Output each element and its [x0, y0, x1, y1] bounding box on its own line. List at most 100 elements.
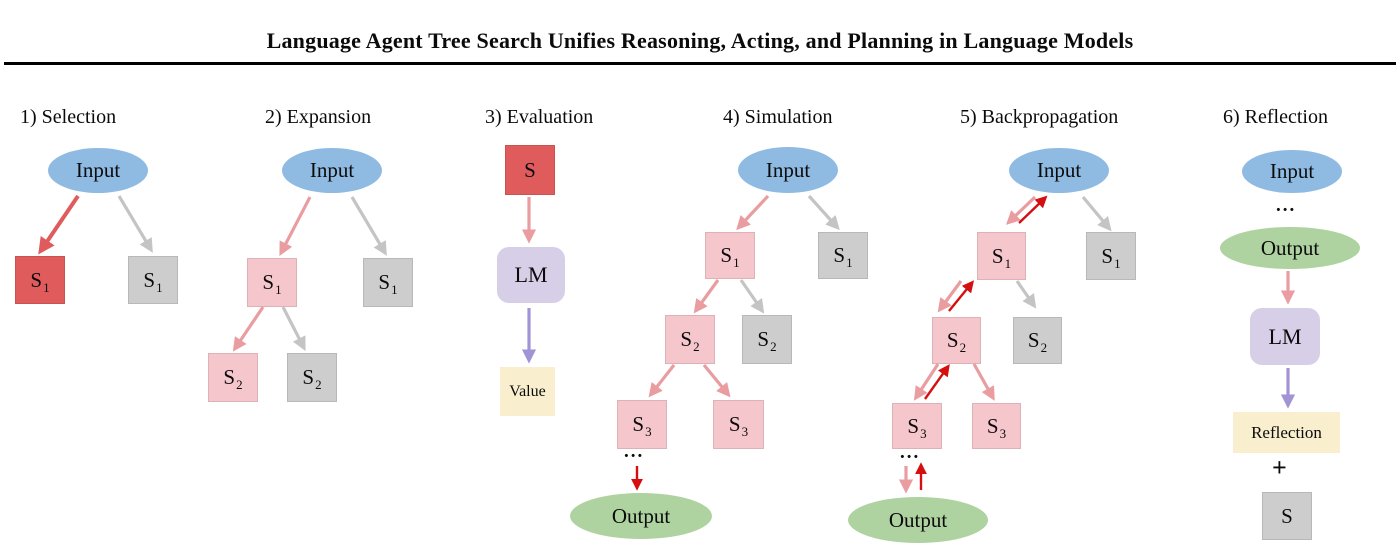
state-subscript: 3 [741, 424, 749, 439]
arrow-backprop-input-s1b [1081, 195, 1112, 232]
arrow-simulation-input-s1 [736, 194, 770, 231]
panel-heading-reflection: 6) Reflection [1223, 106, 1328, 128]
input-label: Input [1269, 159, 1315, 183]
arrow-selection-chosen [38, 194, 80, 255]
arrow-simulation-s2-s3l [648, 364, 676, 398]
panel-heading-simulation: 4) Simulation [723, 106, 833, 128]
state-subscript: 2 [236, 377, 243, 392]
simulation-ellipsis: ... [624, 441, 645, 462]
arrow-expansion-s1-s2b [281, 306, 306, 352]
arrow-backprop-s1-s2b [1015, 280, 1037, 309]
state-label: S [1281, 503, 1293, 528]
state-label: S [991, 243, 1004, 268]
state-label: S [1101, 243, 1114, 268]
state-subscript: 1 [733, 255, 740, 270]
state-subscript: 3 [999, 425, 1007, 441]
state-label: S [143, 267, 156, 292]
state-label: S [378, 270, 391, 294]
reflection-label: Reflection [1251, 423, 1322, 442]
arrow-simulation-s1-s2 [693, 279, 720, 314]
state-label: S [757, 327, 770, 351]
state-subscript: 2 [693, 339, 700, 354]
state-subscript: 1 [1004, 255, 1012, 271]
state-subscript: 2 [1040, 340, 1048, 355]
backprop-input-node: Input [1009, 148, 1109, 193]
arrow-backprop-s2-s1-up [948, 280, 975, 312]
output-label: Output [611, 503, 671, 528]
input-label: Input [75, 158, 121, 182]
reflection-state-node: S [1262, 492, 1312, 540]
state-label: S [833, 243, 846, 267]
figure-title: Language Agent Tree Search Unifies Reaso… [266, 28, 1134, 53]
state-label: S [262, 270, 275, 294]
state-label: S [223, 365, 236, 389]
state-subscript: 2 [315, 377, 322, 392]
state-label: S [907, 413, 920, 438]
arrow-backprop-s3-s2-up [924, 364, 950, 400]
reflection-ellipsis: ... [1276, 195, 1297, 216]
panel-heading-selection: 1) Selection [20, 106, 117, 128]
arrow-simulation-s1-s2b [739, 279, 765, 314]
simulation-output-node: Output [570, 493, 712, 539]
state-label: S [680, 327, 693, 351]
panel-heading-evaluation: 3) Evaluation [485, 106, 594, 128]
arrow-expansion-input-s1 [279, 196, 312, 256]
input-label: Input [309, 158, 355, 182]
arrow-backprop-s2-s3-down [913, 363, 940, 401]
arrow-backprop-s2-s3r [972, 363, 995, 401]
output-label: Output [1260, 235, 1320, 260]
panel-heading-backpropagation: 5) Backpropagation [960, 106, 1119, 128]
panel-heading-expansion: 2) Expansion [265, 106, 372, 128]
state-label: S [720, 243, 733, 267]
arrow-expansion-s1-s2 [232, 306, 265, 352]
backprop-output-node: Output [848, 497, 988, 543]
lm-label: LM [1268, 323, 1302, 349]
state-label: S [302, 365, 315, 389]
input-label: Input [1036, 158, 1082, 182]
state-label: S [30, 267, 43, 292]
state-subscript: 3 [645, 424, 652, 439]
arrow-simulation-s2-s3r [702, 363, 731, 398]
state-subscript: 1 [1114, 255, 1121, 271]
state-subscript: 2 [959, 340, 967, 355]
output-label: Output [888, 507, 948, 532]
state-subscript: 1 [391, 282, 398, 297]
reflection-lm-node: LM [1250, 308, 1320, 365]
state-subscript: 3 [920, 425, 927, 441]
arrow-simulation-input-s1b [807, 194, 840, 231]
input-label: Input [765, 157, 811, 182]
lm-label: LM [514, 262, 548, 287]
arrow-backprop-input-s1-down [1005, 195, 1037, 225]
state-label: S [1027, 328, 1040, 352]
state-label: S [986, 413, 999, 438]
arrow-expansion-input-s1b [350, 196, 387, 256]
state-subscript: 1 [846, 255, 853, 270]
evaluation-lm-node: LM [497, 247, 565, 303]
backprop-ellipsis: ... [900, 442, 921, 463]
simulation-input-node: Input [738, 147, 838, 193]
reflection-input-node: Input [1242, 150, 1342, 193]
evaluation-state-node: S [505, 145, 555, 195]
reflection-output-node: Output [1220, 227, 1360, 269]
state-label: S [524, 157, 536, 182]
state-subscript: 1 [43, 279, 50, 295]
selection-input-node: Input [48, 148, 148, 193]
state-subscript: 2 [770, 339, 777, 354]
expansion-input-node: Input [282, 148, 382, 193]
plus-sign: + [1272, 453, 1287, 482]
